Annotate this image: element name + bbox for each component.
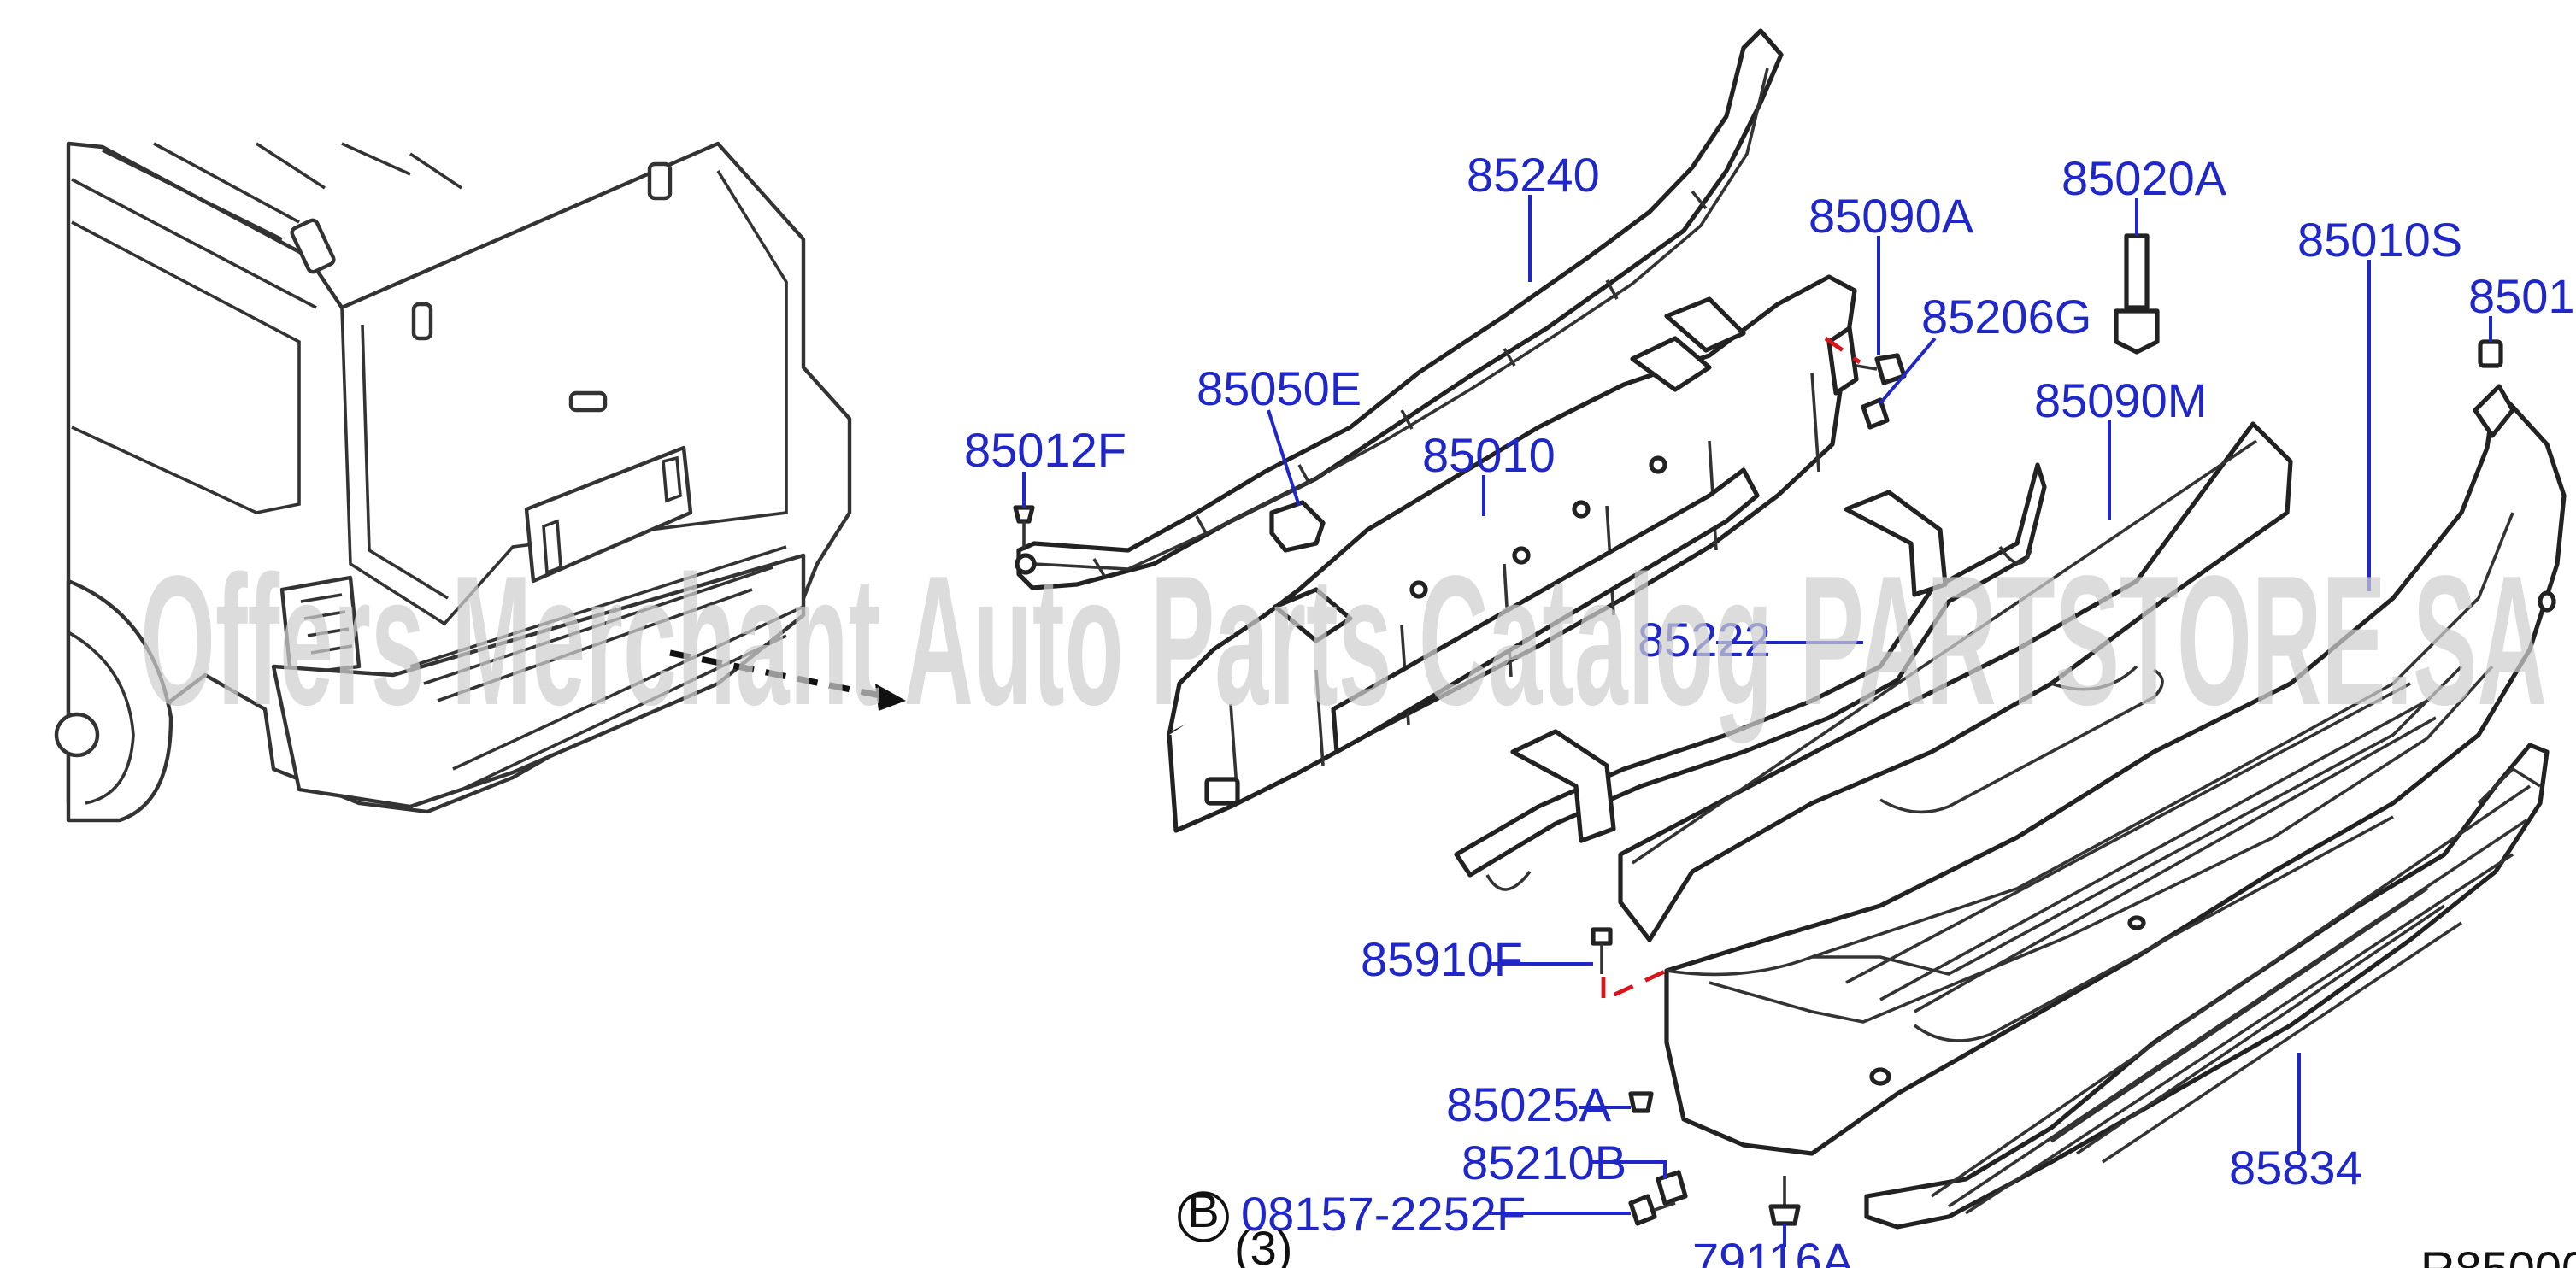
diagram-code: R850002Y [2420,1242,2576,1268]
label-79116A[interactable]: 79116A [1692,1233,1855,1268]
label-85240[interactable]: 85240 [1467,148,1600,202]
badge-quantity: (3) [1234,1221,1292,1268]
leader-lines [1022,195,2492,1247]
fasteners [1013,233,2503,1226]
label-08157-2252F[interactable]: 08157-2252F [1241,1187,1526,1241]
screw-85910F-icon [1591,927,1613,974]
label-85206G[interactable]: 85206G [1921,290,2091,343]
bolt-85020A-icon [2114,233,2160,355]
part-85834-step-pad [1864,743,2550,1230]
clip-85050E-icon [1269,500,1326,553]
part-85010S-fascia [1664,384,2567,1156]
clip-79116A-icon [1768,1176,1801,1226]
bolt-85012F-left-icon [1013,505,1035,550]
bolt-08157-2252F-icon [1628,1194,1676,1226]
badge-letter: B [1187,1183,1219,1237]
label-85910F[interactable]: 85910F [1361,932,1523,986]
assembly-markers [1601,337,1861,1003]
label-85025A[interactable]: 85025A [1446,1077,1612,1131]
label-85012F-left[interactable]: 85012F [964,423,1126,477]
bolt-85090A-icon [1856,353,1907,385]
nut-85206G-icon [1861,397,1890,430]
vehicle-rear-illustration [54,141,906,823]
part-85240-strip [1015,28,1784,590]
cap-85025A-icon [1628,1091,1654,1113]
watermark-text: Offers Merchant Auto Parts Catalog PARTS… [140,537,2547,743]
label-85050E[interactable]: 85050E [1197,361,1362,415]
label-85090A[interactable]: 85090A [1808,189,1974,243]
part-85010-beam [1167,274,1859,833]
label-85834[interactable]: 85834 [2229,1141,2362,1195]
label-85090M[interactable]: 85090M [2034,373,2207,427]
part-85090M-absorber [1618,421,2293,942]
label-85012F-right[interactable]: 85012F [2468,269,2576,323]
label-85020A[interactable]: 85020A [2061,151,2227,205]
label-85222[interactable]: 85222 [1638,613,1771,666]
part-85222-lower-beam [1454,462,2047,891]
clip-85012F-right-icon [2478,339,2503,368]
label-85010S[interactable]: 85010S [2297,213,2462,267]
part-labels: 85240 85090A 85020A 85010S 85206G 85012F… [964,148,2576,1268]
label-85010[interactable]: 85010 [1422,428,1556,482]
bolt-type-badge: B (3) [1178,1183,1292,1268]
nut-85210B-icon [1656,1170,1688,1206]
label-85210B[interactable]: 85210B [1461,1136,1626,1189]
